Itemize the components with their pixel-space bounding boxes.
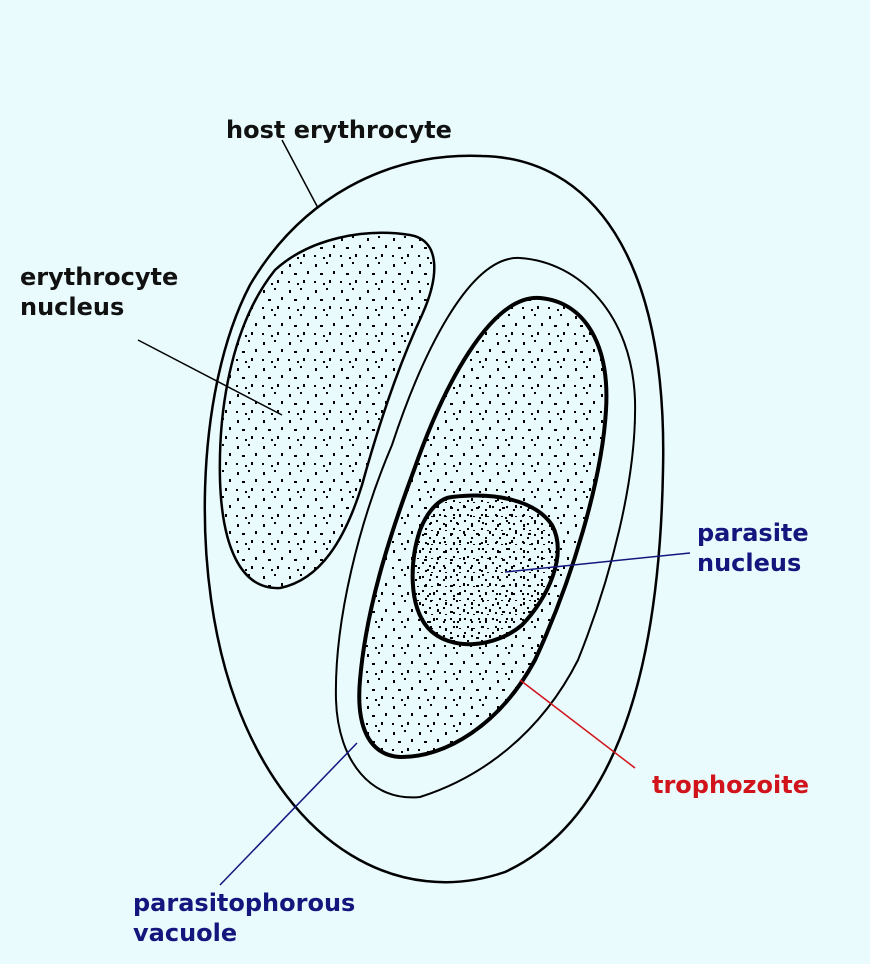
parasitophorous-vacuole-label: parasitophorous vacuole xyxy=(133,888,355,948)
parasite-nucleus-label: parasite nucleus xyxy=(697,518,809,578)
host-erythrocyte-label: host erythrocyte xyxy=(226,115,452,145)
parasitophorous-vacuole-label-line-1: parasitophorous xyxy=(133,888,355,918)
parasitophorous-vacuole-label-line-2: vacuole xyxy=(133,918,355,948)
trophozoite-leader-line xyxy=(520,680,635,768)
parasitophorous-vacuole-leader-line xyxy=(220,743,357,885)
host-erythrocyte-leader-line xyxy=(282,140,318,208)
erythrocyte-nucleus-label: erythrocyte nucleus xyxy=(20,262,178,322)
trophozoite-label-line-1: trophozoite xyxy=(652,770,809,800)
erythrocyte-nucleus-label-line-1: erythrocyte xyxy=(20,262,178,292)
parasite-nucleus-label-line-1: parasite xyxy=(697,518,809,548)
host-erythrocyte-label-line-1: host erythrocyte xyxy=(226,115,452,145)
erythrocyte-nucleus-label-line-2: nucleus xyxy=(20,292,178,322)
trophozoite-label: trophozoite xyxy=(652,770,809,800)
parasite-nucleus-label-line-2: nucleus xyxy=(697,548,809,578)
